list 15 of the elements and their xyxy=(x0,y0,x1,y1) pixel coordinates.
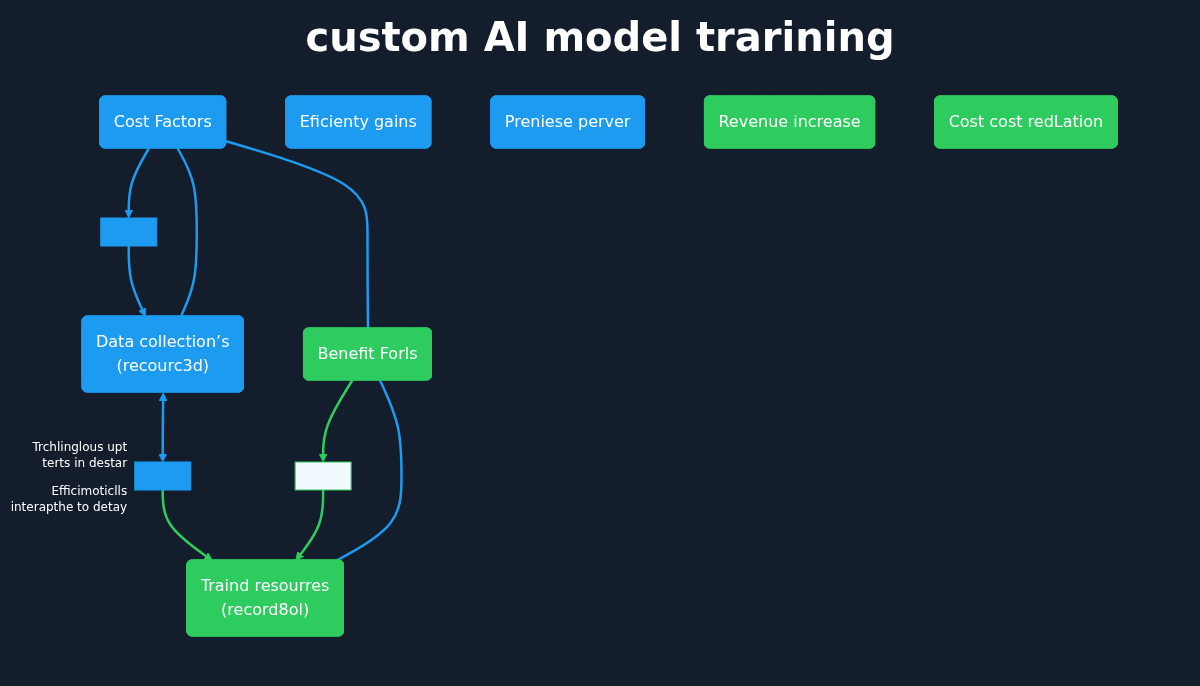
caption-text: Trchlinglous upt terts in destar xyxy=(31,440,128,472)
connector xyxy=(177,147,199,317)
arrow xyxy=(127,246,147,317)
node-box xyxy=(134,461,192,491)
arrow xyxy=(161,490,214,561)
arrow xyxy=(319,379,354,463)
node-box xyxy=(295,461,353,491)
caption-text: Efficimoticlls interapthe to detay xyxy=(9,484,128,516)
connector xyxy=(226,140,370,329)
arrow xyxy=(295,490,325,561)
arrow xyxy=(158,392,168,463)
connector xyxy=(336,379,404,562)
diagram-title: custom AI model trarining xyxy=(304,14,896,60)
node-box xyxy=(100,217,158,247)
arrow xyxy=(124,147,151,219)
